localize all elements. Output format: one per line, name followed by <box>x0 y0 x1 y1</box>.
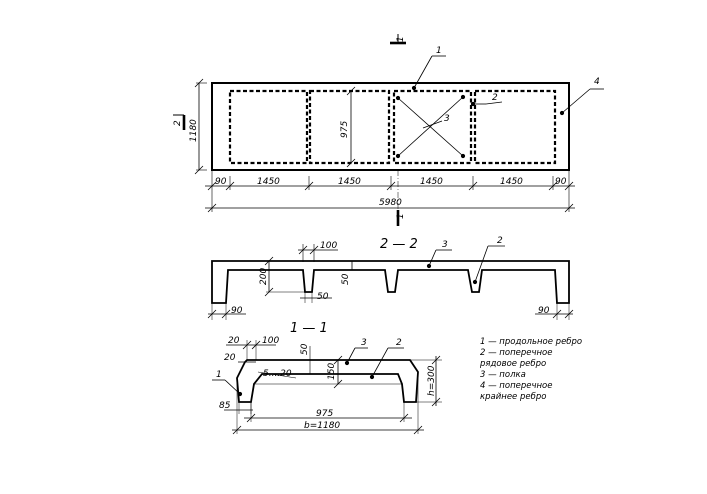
dim-1450-b: 1450 <box>338 177 361 187</box>
dim-1450-c: 1450 <box>420 177 443 187</box>
legend-line-2: 2 — поперечное <box>480 348 553 358</box>
legend-line-1: 1 — продольное ребро <box>480 337 582 347</box>
legend-line-4: 3 — полка <box>480 370 526 380</box>
section-mark-1-top: 1 <box>396 36 406 42</box>
dim-50-horiz-s22: 50 <box>317 292 329 302</box>
diagonal-2 <box>397 97 464 157</box>
plan-view: 3 1 2 4 975 1180 2 1 <box>173 34 604 226</box>
dim-b-1180-s11: b=1180 <box>304 421 340 431</box>
dim-100-s22: 100 <box>320 241 337 251</box>
dim-90-left-s22: 90 <box>231 306 243 316</box>
callout-2-s11: 2 <box>396 338 402 348</box>
section-mark-2-left: 2 <box>173 120 183 126</box>
callout-2-plan: 2 <box>492 93 498 103</box>
section-1-1: 1 — 1 1 3 2 20 100 20 50 5....20 <box>212 321 442 435</box>
section-2-2: 2 — 2 3 2 100 200 50 50 <box>207 236 574 320</box>
plan-cell-4 <box>473 89 557 165</box>
plan-cell-1 <box>228 89 309 165</box>
section-mark-1-bottom: 1 <box>396 213 406 219</box>
dim-90-right-s22: 90 <box>538 306 550 316</box>
dim-5980: 5980 <box>379 198 402 208</box>
callout-3-s11: 3 <box>361 338 367 348</box>
legend: 1 — продольное ребро 2 — поперечное рядо… <box>479 337 582 402</box>
section-2-2-profile <box>211 260 570 304</box>
legend-line-6: крайнее ребро <box>480 392 546 402</box>
dim-5-20-s11: 5....20 <box>263 369 292 379</box>
dim-1180-plan: 1180 <box>189 119 199 142</box>
dim-50-s11: 50 <box>300 343 310 355</box>
callout-3-plan: 3 <box>444 114 450 124</box>
dim-1450-a: 1450 <box>257 177 280 187</box>
dim-100-s11: 100 <box>262 336 279 346</box>
dim-150-s11: 150 <box>327 363 337 380</box>
legend-line-5: 4 — поперечное <box>480 381 553 391</box>
dim-90-left-plan: 90 <box>215 177 227 187</box>
callout-4-plan: 4 <box>594 77 600 87</box>
dim-975-plan: 975 <box>340 121 350 138</box>
dim-85-s11: 85 <box>219 401 231 411</box>
callout-3-s22: 3 <box>442 240 448 250</box>
dim-50-vert-s22: 50 <box>341 273 351 285</box>
callout-1-s11: 1 <box>216 370 222 380</box>
plan-outline <box>211 82 570 171</box>
dim-90-right-plan: 90 <box>555 177 567 187</box>
section-1-1-profile <box>236 359 419 403</box>
dim-975-s11: 975 <box>316 409 333 419</box>
section-2-2-title: 2 — 2 <box>380 237 418 252</box>
plan-cell-3 <box>392 89 473 165</box>
callout-2-s22: 2 <box>497 236 503 246</box>
dim-h-300-s11: h=300 <box>427 365 437 396</box>
dim-20-top-s11: 20 <box>228 336 240 346</box>
dim-200-s22: 200 <box>259 268 269 285</box>
section-1-1-title: 1 — 1 <box>290 321 328 336</box>
dim-1450-d: 1450 <box>500 177 523 187</box>
callout-1-plan: 1 <box>436 46 442 56</box>
legend-line-3: рядовое ребро <box>479 359 546 369</box>
dim-20-side-s11: 20 <box>224 353 236 363</box>
plan-cell-2 <box>308 89 391 165</box>
